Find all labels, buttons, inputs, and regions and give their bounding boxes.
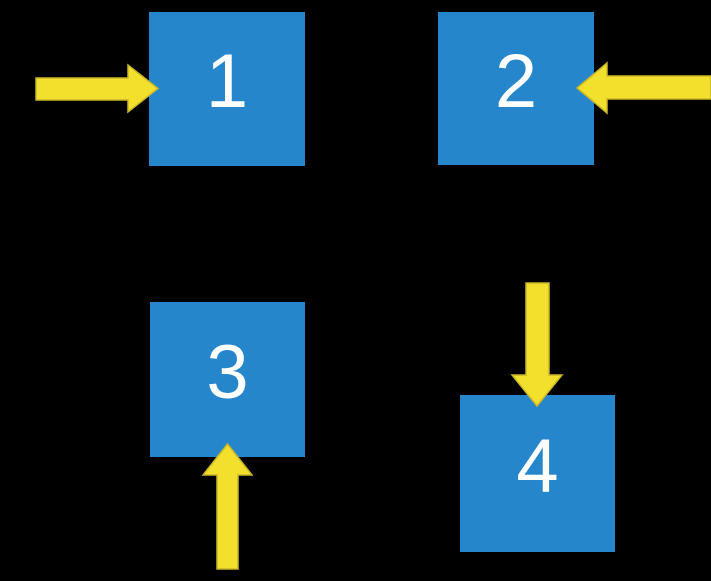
box-1: 1 (149, 12, 305, 166)
arrow-up-icon (201, 442, 254, 570)
arrow-down-icon (510, 282, 564, 408)
box-3: 3 (150, 302, 305, 457)
box-2: 2 (438, 12, 594, 165)
box-4: 4 (460, 395, 615, 552)
arrow-right-icon (35, 63, 160, 114)
box-2-label: 2 (494, 38, 538, 124)
box-1-label: 1 (205, 39, 249, 124)
box-4-label: 4 (516, 423, 559, 509)
arrow-left-icon (575, 61, 711, 115)
box-3-label: 3 (206, 329, 249, 415)
